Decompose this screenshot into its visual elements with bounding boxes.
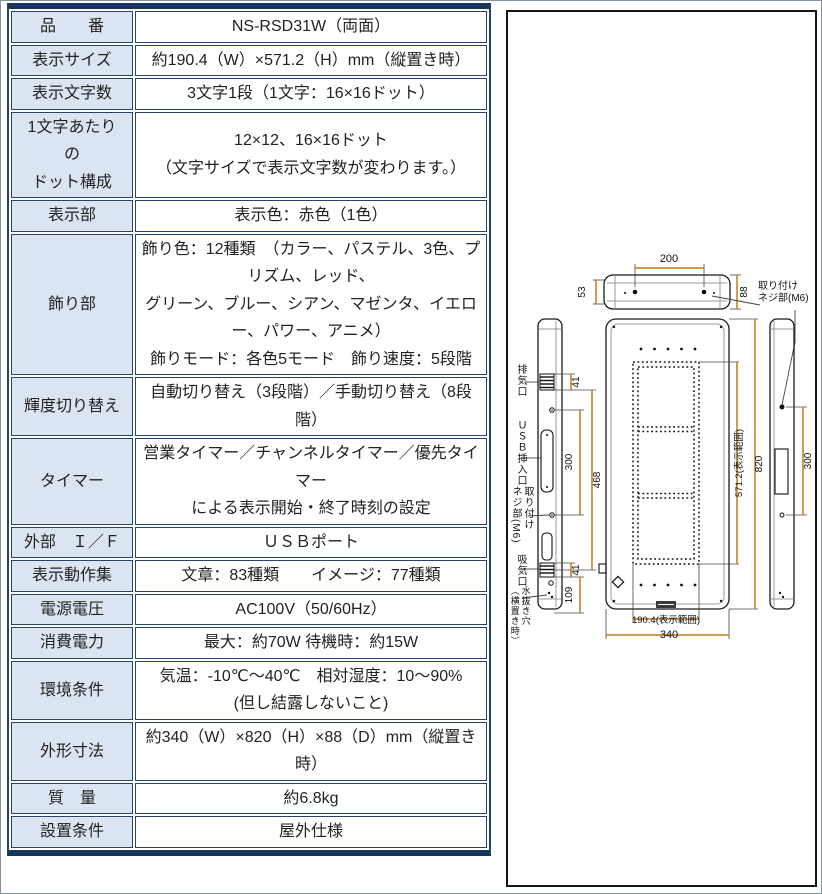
spec-row-value: 3文字1段（1文字：16×16ドット） bbox=[135, 78, 487, 110]
spec-row-value: NS-RSD31W（両面） bbox=[135, 11, 487, 43]
spec-row-value: 屋外仕様 bbox=[135, 816, 487, 848]
spec-row-value: 12×12、16×16ドット （文字サイズで表示文字数が変わります。） bbox=[135, 111, 487, 199]
spec-row-label: 輝度切り替え bbox=[11, 377, 133, 437]
mount-screw-left-label: 取り付け ネジ部(M6) bbox=[510, 486, 533, 544]
table-row: 消費電力最大：約70W 待機時：約15W bbox=[11, 627, 487, 659]
dim-top-side: 53 bbox=[577, 286, 588, 298]
spec-row-label: 環境条件 bbox=[11, 660, 133, 720]
dim-total-width: 340 bbox=[659, 629, 679, 641]
spec-row-label: 飾り部 bbox=[11, 233, 133, 376]
table-row: 飾り部飾り色：12種類 （カラー、パステル、3色、プリズム、レッド、 グリーン、… bbox=[11, 233, 487, 376]
table-row: 表示サイズ約190.4（W）×571.2（H）mm（縦置き時） bbox=[11, 44, 487, 77]
spec-row-value: 自動切り替え（3段階）／手動切り替え（8段階） bbox=[135, 377, 487, 437]
spec-row-value: AC100V（50/60Hz） bbox=[135, 593, 487, 626]
spec-row-value: 文章：83種類 イメージ：77種類 bbox=[135, 560, 487, 592]
diagram-drawing bbox=[521, 264, 807, 639]
dim-screw-span-left: 300 bbox=[564, 453, 575, 471]
table-row: 外形寸法約340（W）×820（H）×88（D）mm（縦置き時） bbox=[11, 721, 487, 781]
spec-row-label: 品 番 bbox=[11, 11, 133, 43]
usb-port-label: ＵＳＢ挿入口 bbox=[515, 420, 526, 486]
spec-row-value: 気温：-10℃～40℃ 相対湿度：10～90% (但し結露しないこと) bbox=[135, 660, 487, 720]
dim-body-span: 468 bbox=[592, 471, 603, 489]
spec-row-value: 表示色：赤色（1色） bbox=[135, 200, 487, 232]
mount-screw-label: 取り付け ネジ部(M6) bbox=[758, 281, 809, 304]
spec-row-value: 約340（W）×820（H）×88（D）mm（縦置き時） bbox=[135, 721, 487, 781]
dim-vent-bottom: 41 bbox=[571, 564, 582, 576]
spec-row-label: 1文字あたり の ドット構成 bbox=[11, 111, 133, 199]
table-row: 環境条件気温：-10℃～40℃ 相対湿度：10～90% (但し結露しないこと) bbox=[11, 660, 487, 720]
spec-row-label: 表示部 bbox=[11, 200, 133, 232]
dim-total-height: 820 bbox=[754, 455, 765, 473]
dim-vent-top: 41 bbox=[571, 376, 582, 388]
spec-row-value: 約190.4（W）×571.2（H）mm（縦置き時） bbox=[135, 44, 487, 77]
spec-row-value: 営業タイマー／チャンネルタイマー／優先タイマー による表示開始・終了時刻の設定 bbox=[135, 438, 487, 525]
table-row: 質 量約6.8kg bbox=[11, 782, 487, 815]
spec-row-label: 消費電力 bbox=[11, 627, 133, 659]
dim-top-width: 200 bbox=[659, 253, 679, 265]
exhaust-port-label: 排気口 bbox=[515, 364, 526, 397]
spec-row-value: 飾り色：12種類 （カラー、パステル、3色、プリズム、レッド、 グリーン、ブルー… bbox=[135, 233, 487, 376]
spec-row-label: 設置条件 bbox=[11, 816, 133, 848]
dimension-diagram: 200 53 88 41 300 468 41 109 571.2(表示範囲) … bbox=[506, 10, 817, 887]
dim-depth: 88 bbox=[739, 286, 750, 298]
dim-display-width: 190.4(表示範囲) bbox=[631, 615, 701, 626]
spec-row-value: ＵＳＢポート bbox=[135, 526, 487, 559]
table-row: 設置条件屋外仕様 bbox=[11, 816, 487, 848]
spec-row-label: 外部 Ｉ／Ｆ bbox=[11, 526, 133, 559]
table-row: 表示部表示色：赤色（1色） bbox=[11, 200, 487, 232]
spec-row-label: 表示サイズ bbox=[11, 44, 133, 77]
table-row: 輝度切り替え自動切り替え（3段階）／手動切り替え（8段階） bbox=[11, 377, 487, 437]
spec-row-label: 表示動作集 bbox=[11, 560, 133, 592]
spec-row-label: タイマー bbox=[11, 438, 133, 525]
dim-display-height: 571.2(表示範囲) bbox=[734, 428, 745, 498]
spec-row-label: 質 量 bbox=[11, 782, 133, 815]
drain-hole-label: 水抜き穴 （横置き時） bbox=[509, 586, 531, 646]
spec-row-value: 約6.8kg bbox=[135, 782, 487, 815]
spec-row-label: 電源電圧 bbox=[11, 593, 133, 626]
dim-screw-span-right: 300 bbox=[803, 452, 814, 470]
table-row: 表示動作集文章：83種類 イメージ：77種類 bbox=[11, 560, 487, 592]
spec-row-value: 最大：約70W 待機時：約15W bbox=[135, 627, 487, 659]
spec-row-label: 表示文字数 bbox=[11, 78, 133, 110]
table-row: タイマー営業タイマー／チャンネルタイマー／優先タイマー による表示開始・終了時刻… bbox=[11, 438, 487, 525]
spec-row-label: 外形寸法 bbox=[11, 721, 133, 781]
intake-port-label: 吸気口 bbox=[515, 554, 526, 587]
dim-bottom-offset: 109 bbox=[564, 586, 575, 604]
